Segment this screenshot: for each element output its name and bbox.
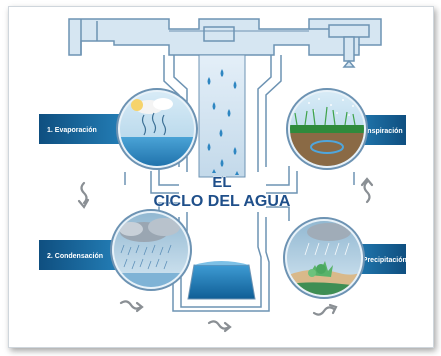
- arrowhead-bottom-left: [135, 301, 144, 313]
- diagram-frame: 1. Evaporación 2. Condensación 3. Precip…: [8, 6, 434, 348]
- condensation-scene: [110, 209, 192, 291]
- stage-2-label: 2. Condensación: [47, 253, 103, 260]
- bottom-tank: [187, 261, 256, 300]
- raindrops: [207, 69, 237, 167]
- flow-arrows: [77, 177, 374, 333]
- arrowhead-left: [77, 198, 90, 209]
- precipitation-scene: [283, 217, 365, 299]
- title-line-2: CICLO DEL AGUA: [154, 193, 291, 210]
- stage-3-label: 3. Precipitación: [355, 257, 407, 264]
- squiggle-arrow-right: [363, 180, 371, 204]
- stage-1-label: 1. Evaporación: [47, 127, 97, 134]
- side-pipes: [124, 166, 355, 221]
- squiggle-arrow-left: [80, 181, 88, 205]
- arrowhead-bottom-center: [223, 321, 232, 333]
- squiggle-arrow-bottom-center: [207, 320, 231, 330]
- arrowhead-right: [360, 177, 374, 187]
- title-line-1: EL: [212, 174, 231, 191]
- transpiration-scene: [286, 88, 368, 170]
- arrowhead-bottom-right: [328, 303, 338, 315]
- stage-4-label: 4. Transpiración: [349, 128, 403, 135]
- squiggle-arrow-bottom-right: [312, 306, 336, 316]
- evaporation-scene: [116, 88, 198, 170]
- squiggle-arrow-bottom-left: [119, 300, 143, 310]
- water-cycle-diagram: 1. Evaporación 2. Condensación 3. Precip…: [39, 18, 407, 333]
- diagram-title: EL CICLO DEL AGUA: [153, 169, 291, 210]
- top-pipe-network: [68, 18, 382, 68]
